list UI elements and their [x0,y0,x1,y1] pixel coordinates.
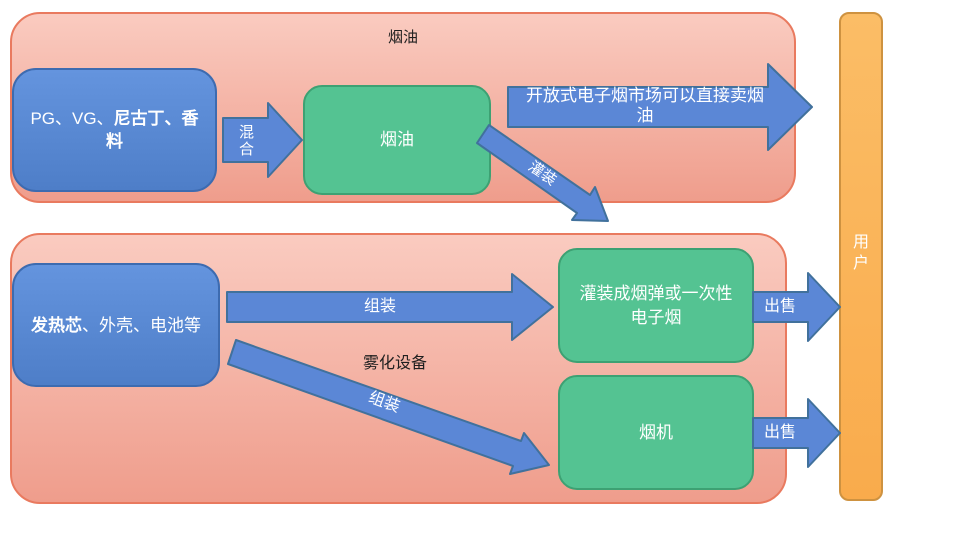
eliquid-box: 烟油 [303,85,491,195]
user-bar: 用户 [839,12,883,501]
user-bar-label: 用户 [852,233,869,272]
components-box: 发热芯、外壳、电池等 [12,263,220,387]
ingredients-text-bold: 尼古丁、香料 [106,109,199,151]
components-text-bold: 发热芯 [31,315,82,335]
components-box-text: 发热芯、外壳、电池等 [31,314,201,337]
ingredients-box: PG、VG、尼古丁、香料 [12,68,217,192]
market-arrow-label: 开放式电子烟市场可以直接卖烟油 [526,86,764,125]
eliquid-box-text: 烟油 [380,130,414,149]
components-text-normal: 、外壳、电池等 [82,315,201,335]
mix-arrow-label: 混合 [238,124,254,158]
sell-arrow-2-label: 出售 [763,424,796,441]
ingredients-box-text: PG、VG、尼古丁、香料 [25,107,205,153]
atomizer-caption: 雾化设备 [362,355,427,372]
assemble-arrow-1-label: 组装 [363,298,396,315]
eliquid-section-title: 烟油 [387,30,418,46]
sell-arrow-1-label: 出售 [763,298,796,315]
pods-box-text: 灌装成烟弹或一次性电子烟 [579,283,733,327]
ingredients-text-normal: PG、VG、 [30,109,114,128]
vaping-device-box-text: 烟机 [639,422,673,442]
vaping-device-box: 烟机 [558,375,754,490]
pods-box: 灌装成烟弹或一次性电子烟 [558,248,754,363]
